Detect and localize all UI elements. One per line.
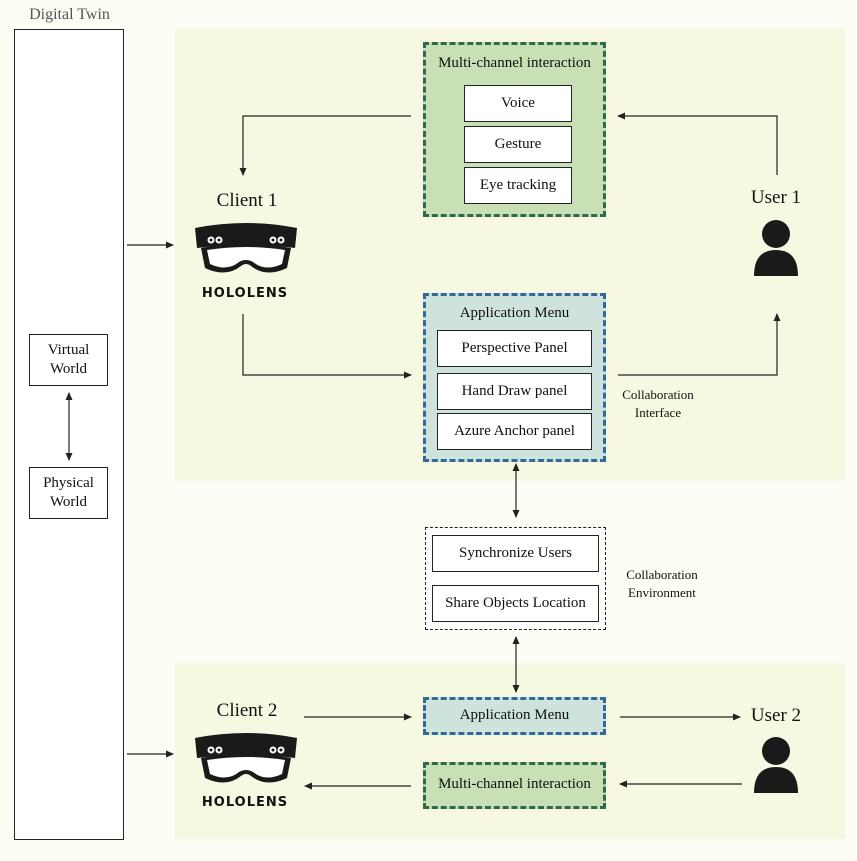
hololens-label-2: HOLOLENS <box>201 795 289 810</box>
virtual-world-box: Virtual World <box>29 334 108 386</box>
hololens-headset-icon-1 <box>195 223 297 273</box>
user2-label: User 2 <box>750 705 802 726</box>
eye-tracking-label: Eye tracking <box>479 177 557 193</box>
voice-label: Voice <box>501 95 535 111</box>
client1-label: Client 1 <box>216 190 278 211</box>
share-objects-box: Share Objects Location <box>432 585 599 622</box>
physical-world-label: Physical World <box>43 475 94 510</box>
client2-interaction-group: Multi-channel interaction <box>423 762 606 809</box>
client1-menu-title: Application Menu <box>459 305 570 321</box>
gesture-label: Gesture <box>494 136 542 152</box>
physical-world-box: Physical World <box>29 467 108 519</box>
eye-tracking-box: Eye tracking <box>464 167 572 204</box>
client2-menu-group: Application Menu <box>423 697 606 735</box>
perspective-panel-box: Perspective Panel <box>437 330 592 367</box>
collaboration-interface-text: Collaboration Interface <box>622 387 694 420</box>
collaboration-environment-group: Synchronize Users Share Objects Location <box>425 527 606 630</box>
client1-interaction-group: Multi-channel interaction Voice Gesture … <box>423 42 606 217</box>
collaboration-interface-label: Collaboration Interface <box>612 386 704 422</box>
collaboration-environment-label: Collaboration Environment <box>616 566 708 602</box>
hand-draw-panel-box: Hand Draw panel <box>437 373 592 410</box>
hand-draw-panel-label: Hand Draw panel <box>461 383 568 399</box>
perspective-panel-label: Perspective Panel <box>461 340 568 356</box>
synchronize-users-label: Synchronize Users <box>459 545 572 561</box>
client2-label: Client 2 <box>216 700 278 721</box>
azure-anchor-panel-label: Azure Anchor panel <box>454 423 575 439</box>
user2-person-icon <box>754 737 798 793</box>
client2-menu-title: Application Menu <box>459 707 570 723</box>
azure-anchor-panel-box: Azure Anchor panel <box>437 413 592 450</box>
collaboration-environment-text: Collaboration Environment <box>626 567 698 600</box>
virtual-world-label: Virtual World <box>47 342 90 377</box>
voice-box: Voice <box>464 85 572 122</box>
client2-interaction-title: Multi-channel interaction <box>438 776 591 792</box>
hololens-headset-icon-2 <box>195 733 297 783</box>
share-objects-label: Share Objects Location <box>445 595 586 611</box>
hololens-label-1: HOLOLENS <box>201 286 289 301</box>
gesture-box: Gesture <box>464 126 572 163</box>
user1-person-icon <box>754 220 798 276</box>
synchronize-users-box: Synchronize Users <box>432 535 599 572</box>
client1-interaction-title: Multi-channel interaction <box>438 55 591 71</box>
digital-twin-title: Digital Twin <box>29 6 110 23</box>
client1-menu-group: Application Menu Perspective Panel Hand … <box>423 293 606 462</box>
user1-label: User 1 <box>750 187 802 208</box>
